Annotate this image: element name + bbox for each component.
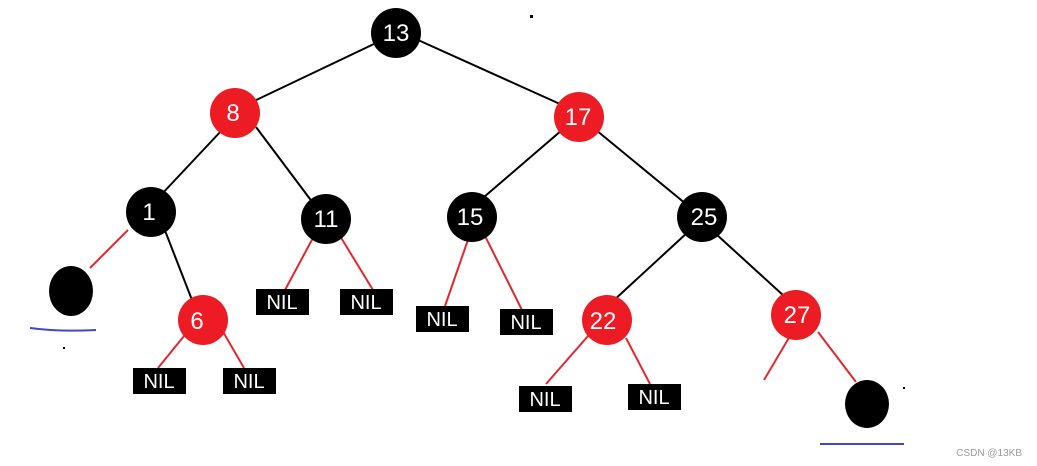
edge-11-nil-b [339,235,374,291]
node-11: 11 [301,194,351,244]
edge-6-nil-b [221,329,245,369]
node-17-label: 17 [565,104,592,131]
edge-6-nil-a [157,335,185,369]
black-leaf-right-circle [845,380,889,428]
node-15-label: 15 [457,204,484,231]
edge-27-leaf-right [817,331,857,383]
nil-label: NIL [350,292,381,314]
edge-8-11 [255,126,314,204]
nil-box [133,368,186,394]
black-edges [159,39,785,303]
node-11-circle [301,194,351,244]
stray-dot-right [903,387,905,389]
node-17-circle [554,92,604,142]
edge-17-15 [483,129,563,198]
nil-15-left: NIL [416,306,469,332]
edge-8-1 [159,129,223,197]
nil-box [519,386,572,412]
node-22: 22 [582,295,632,345]
edge-25-27 [715,233,785,297]
stray-dot-left [63,347,65,349]
node-13-label: 13 [383,20,410,47]
edge-17-25 [595,129,687,205]
nil-leaves: NIL NIL NIL NIL NIL NIL NIL NIL [133,289,681,412]
nil-label: NIL [426,309,457,331]
edge-15-nil-a [444,233,471,307]
tree-nodes: 13 8 17 1 11 15 25 6 [49,8,889,428]
nil-box [223,368,276,394]
nil-label: NIL [143,371,174,393]
watermark: CSDN @13KB [956,448,1022,459]
node-1-circle [126,187,176,237]
nil-22-right: NIL [628,384,681,410]
node-15-circle [447,192,497,242]
nil-label: NIL [510,312,541,334]
node-8-circle [210,88,260,138]
nil-6-right: NIL [223,368,276,394]
nil-15-right: NIL [500,309,553,335]
nil-22-left: NIL [519,386,572,412]
node-15: 15 [447,192,497,242]
nil-box [416,306,469,332]
node-1: 1 [126,187,176,237]
edge-25-22 [611,231,689,303]
red-edges [89,229,857,385]
node-6-label: 6 [190,308,203,335]
edge-22-nil-b [625,337,651,385]
edge-22-nil-a [545,335,589,385]
edge-13-8 [251,42,377,103]
edge-15-nil-b [483,233,523,311]
node-25-label: 25 [691,204,718,231]
black-leaf-left-circle [49,266,93,316]
node-27: 27 [771,290,821,340]
blue-underlines [29,327,904,445]
nil-label: NIL [638,387,669,409]
node-22-label: 22 [590,308,617,335]
black-leaf-left [49,266,93,316]
node-27-circle [771,290,821,340]
underline-left [29,327,97,332]
node-13-circle [371,8,421,58]
node-8: 8 [210,88,260,138]
black-leaf-right [845,380,889,428]
node-13: 13 [371,8,421,58]
node-22-circle [582,295,632,345]
node-11-label: 11 [314,206,339,233]
nil-label: NIL [266,292,297,314]
node-25: 25 [677,192,727,242]
nil-box [628,384,681,410]
nil-11-right: NIL [340,289,393,315]
edge-11-nil-a [284,235,315,291]
nil-11-left: NIL [256,289,309,315]
node-8-label: 8 [226,100,239,127]
edge-27-dangling [763,335,791,381]
nil-box [340,289,393,315]
node-6-circle [178,295,228,345]
stray-marks [63,15,905,389]
nil-label: NIL [233,371,264,393]
stray-dot-top [530,15,533,18]
nil-6-left: NIL [133,368,186,394]
node-6: 6 [178,295,228,345]
node-1-label: 1 [142,199,155,226]
nil-label: NIL [529,389,560,411]
edge-1-6 [163,227,193,301]
nil-box [256,289,309,315]
node-25-circle [677,192,727,242]
nil-box [500,309,553,335]
node-27-label: 27 [784,302,811,329]
edge-1-leaf-left [89,229,129,269]
edge-13-17 [417,39,561,105]
node-17: 17 [554,92,604,142]
